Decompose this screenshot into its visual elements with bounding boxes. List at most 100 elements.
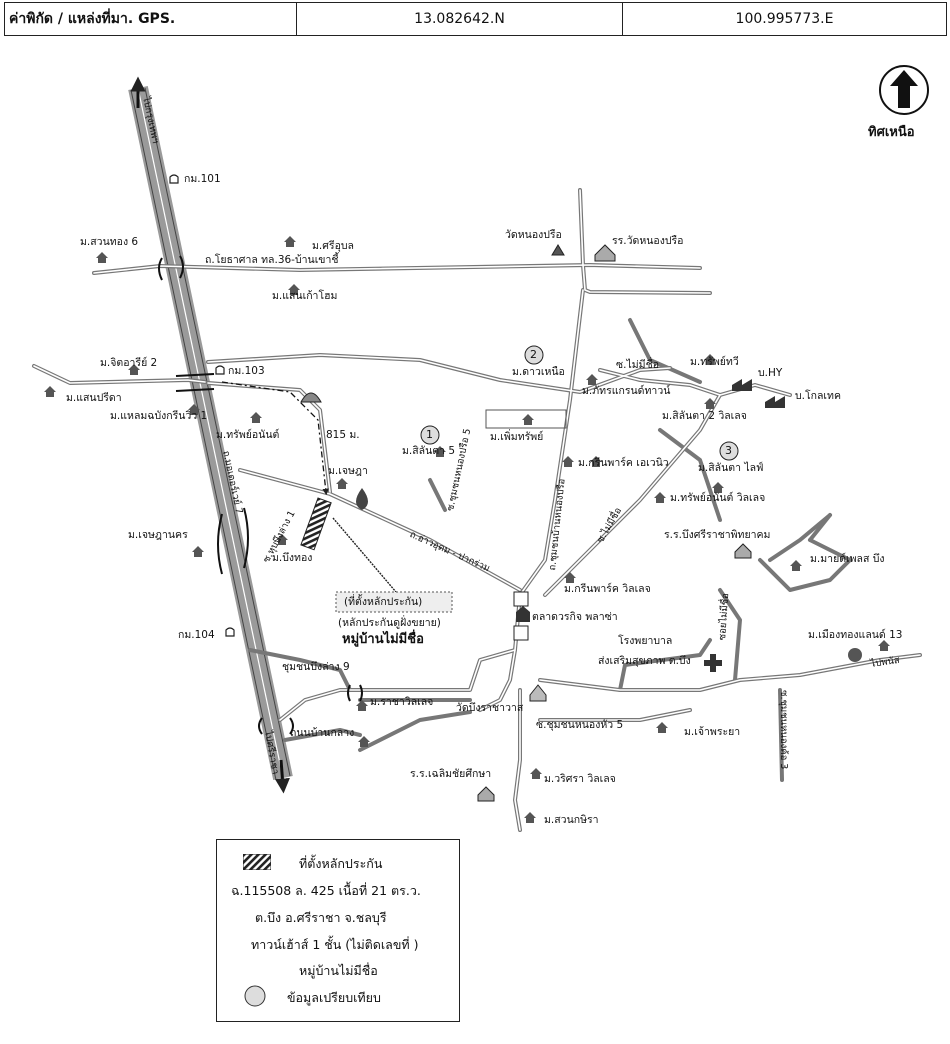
longitude-value: 100.995773.E (735, 11, 834, 27)
label-green-park-avenue: ม.กรีนพาร์ค เอเวนิว (578, 457, 669, 469)
label-sap-thawee: ม.ทรัพย์ทวี (690, 356, 739, 368)
legend-deed: ฉ.115508 ล. 425 เนื้อที่ 21 ตร.ว. (231, 883, 421, 898)
label-b-hy: บ.HY (758, 367, 783, 379)
label-sap-anan: ม.ทรัพย์อนันต์ (216, 429, 280, 441)
label-soi-right-3: ซ.ชุมชนหนองค้อ 3 (778, 690, 789, 770)
legend-type: ทาวน์เฮ้าส์ 1 ชั้น (ไม่ติดเลขที่ ) (251, 937, 419, 952)
house-icon (530, 768, 542, 779)
label-my-place: ม.มายด์เพลส บึง (810, 553, 885, 565)
label-soi-nong-hua-5: ซ.ชุมชนหนองหัว 5 (536, 719, 624, 731)
drop-icon (356, 488, 368, 510)
label-km101: กม.101 (184, 173, 221, 185)
house-icon (192, 546, 204, 557)
legend-compare: ข้อมูลเปรียบเทียบ (287, 990, 381, 1005)
house-icon (704, 398, 716, 409)
house-icon (562, 456, 574, 467)
label-suan-thong-6: ม.สวนทอง 6 (80, 236, 139, 248)
highway-arrows (130, 76, 290, 794)
label-sri-ubon: ม.ศรีอุบล (312, 240, 354, 252)
marker-3: 3 (725, 444, 732, 457)
hospital-icon (704, 654, 722, 672)
label-ban-klang-road: ถนนบ้านกลาง (290, 727, 355, 739)
house-icon (790, 560, 802, 571)
marker-1: 1 (426, 428, 433, 441)
label-school-bueng: ร.ร.บึงศรีราชาพิทยาคม (664, 529, 771, 541)
factory-icons (732, 379, 785, 408)
site-label-2: (หลักประกันดูฝั่งขยาย) (338, 617, 441, 629)
label-wat-nong-prue: วัดหนองปรือ (505, 229, 562, 241)
marker-2: 2 (530, 348, 537, 361)
legend-location: ต.บึง อ.ศรีราชา จ.ชลบุรี (255, 910, 387, 925)
label-b-global: บ.โกลเทค (795, 390, 841, 402)
label-green-park-village: ม.กรีนพาร์ค วิลเลจ (564, 583, 651, 595)
house-icon (434, 446, 446, 457)
label-soi-bueng-lang-9: ชุมชนบึงล่าง 9 (282, 661, 350, 673)
label-silanta-life: ม.สิลันตา ไลฟ์ (698, 462, 764, 474)
label-distance: 815 ม. (326, 429, 360, 441)
house-icon (284, 236, 296, 247)
label-jetsada-nakhon: ม.เจษฎานคร (128, 529, 188, 541)
house-icon (250, 412, 262, 423)
coordinates-label: ค่าพิกัด / แหล่งที่มา. GPS. (5, 3, 297, 35)
label-silanta-2: ม.สิลันตา 2 วิลเลจ (662, 410, 747, 422)
label-school-chaloem: ร.ร.เฉลิมชัยศึกษา (410, 768, 492, 780)
site-label-3: หมู่บ้านไม่มีชื่อ (342, 632, 424, 647)
km-post-icons (169, 174, 235, 637)
label-jittaree-2: ม.จิตอารีย์ 2 (100, 357, 158, 369)
temple-school-icons (477, 244, 752, 802)
coordinates-header: ค่าพิกัด / แหล่งที่มา. GPS. 13.082642.N … (4, 2, 947, 36)
house-icon (878, 640, 890, 651)
label-jetsada: ม.เจษฎา (328, 465, 368, 477)
market-icon (513, 591, 530, 641)
label-muang-thong-13: ม.เมืองทองแลนด์ 13 (808, 629, 903, 641)
legend-compare-icon (244, 985, 266, 1007)
house-icon (336, 478, 348, 489)
globe-icon (848, 648, 862, 662)
house-icon (358, 736, 370, 747)
house-icon (656, 722, 668, 733)
label-wat-bueng: วัดบึงราชาวาส (456, 702, 524, 714)
label-soi-mai-mi-chue: ซ.ไม่มีชื่อ (616, 359, 660, 371)
house-icons (44, 236, 890, 823)
route-to-site (221, 381, 329, 496)
label-km103: กม.103 (228, 365, 265, 377)
house-icon (654, 492, 666, 503)
legend-village: หมู่บ้านไม่มีชื่อ (299, 963, 378, 978)
highway-7 (128, 85, 293, 781)
site-leader-line (332, 517, 397, 593)
house-icon (586, 374, 598, 385)
label-saen-preeda: ม.แสนปรีดา (66, 392, 122, 404)
label-talad: ตลาดวรกิจ พลาซ่า (532, 611, 618, 623)
house-icon (128, 364, 140, 375)
house-icon (522, 414, 534, 425)
label-yothasai-road: ถ.โยธาศาล ทล.36-บ้านเขาชี้ (205, 254, 339, 266)
label-school-wat-nong-prue: รร.วัดหนองปรือ (612, 235, 684, 247)
label-dao-nuea: ม.ดาวเหนือ (512, 366, 565, 378)
gas-station-icon (300, 392, 322, 403)
house-icon (712, 482, 724, 493)
label-permsap: ม.เพิ่มทรัพย์ (490, 431, 544, 443)
house-icon (288, 284, 300, 295)
label-silanta-5: ม.สิลันตา 5 (402, 445, 456, 457)
house-icon (704, 354, 716, 365)
site-label-box (335, 591, 453, 613)
house-icon (564, 572, 576, 583)
house-icon (44, 386, 56, 397)
latitude-value: 13.082642.N (297, 3, 623, 35)
house-icon (96, 252, 108, 263)
label-bueng-thong: ม.บึงทอง (272, 552, 313, 564)
site-label-1: (ที่ตั้งหลักประกัน) (344, 596, 423, 608)
label-jao-phraya: ม.เจ้าพระยา (684, 726, 741, 738)
legend-hatch-icon (243, 854, 271, 870)
legend: ที่ตั้งหลักประกัน ฉ.115508 ล. 425 เนื้อท… (216, 839, 460, 1022)
label-hospital-2: ส่งเสริมสุขภาพ ต.บึง (598, 655, 691, 667)
label-hospital-1: โรงพยาบาล (618, 635, 673, 647)
label-km104: กม.104 (178, 629, 215, 641)
label-suan-kitra: ม.สวนกษิรา (544, 814, 599, 826)
label-pattra-grand: ม.ภัทรแกรนด์ทาวน์ (582, 385, 671, 397)
north-arrow-icon (879, 65, 929, 115)
site-marker (300, 497, 332, 551)
legend-site-title: ที่ตั้งหลักประกัน (299, 856, 383, 871)
label-ratcha-village: ม.ราชาวิลเลจ (370, 696, 434, 708)
